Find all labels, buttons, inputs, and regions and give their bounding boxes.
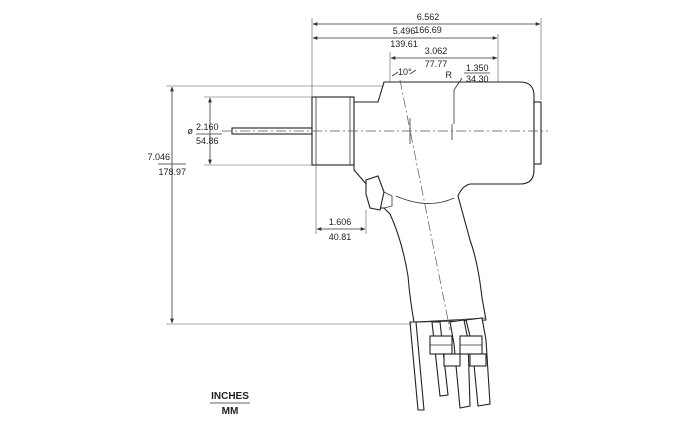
overall-length-in: 6.562 <box>417 12 440 22</box>
nose-diameter-mm: 54.86 <box>196 136 219 146</box>
units-legend: INCHES MM <box>210 391 250 417</box>
dim-overall-height: 7.046 178.97 <box>147 85 412 325</box>
dim-radius: R 1.350 34.30 <box>446 63 490 124</box>
legend-inches: INCHES <box>211 391 249 402</box>
dim-nose-to-handle: 1.606 40.81 <box>315 165 367 242</box>
overall-height-mm: 178.97 <box>158 167 186 177</box>
dim-angle: 10° <box>391 67 417 77</box>
overall-length-mm: 166.69 <box>414 25 442 35</box>
dim-overall-length: 6.562 166.69 <box>311 12 542 100</box>
radius-prefix: R <box>446 70 453 80</box>
nose-diameter-prefix: ø <box>188 126 194 136</box>
legend-mm: MM <box>222 406 239 417</box>
nose-diameter-in: 2.160 <box>196 122 219 132</box>
radius-in: 1.350 <box>466 63 489 73</box>
angle-label: 10° <box>398 67 412 77</box>
overall-height-in: 7.046 <box>147 152 170 162</box>
radius-mm: 34.30 <box>466 74 489 84</box>
nose-to-handle-in: 1.606 <box>329 217 352 227</box>
handle-offset-mm: 77.77 <box>425 59 448 69</box>
length-to-nose-in: 5.496 <box>393 26 416 36</box>
tool-outline <box>222 79 548 411</box>
dim-length-to-nose: 5.496 139.61 <box>312 26 499 82</box>
length-to-nose-mm: 139.61 <box>390 39 418 49</box>
nose-to-handle-mm: 40.81 <box>329 232 352 242</box>
dim-handle-offset: 3.062 77.77 <box>389 46 498 82</box>
air-hoses <box>409 317 491 411</box>
dim-nose-diameter: ø 2.160 54.86 <box>188 96 312 166</box>
end-cap <box>533 101 542 165</box>
trigger <box>365 175 385 211</box>
handle-offset-in: 3.062 <box>425 46 448 56</box>
